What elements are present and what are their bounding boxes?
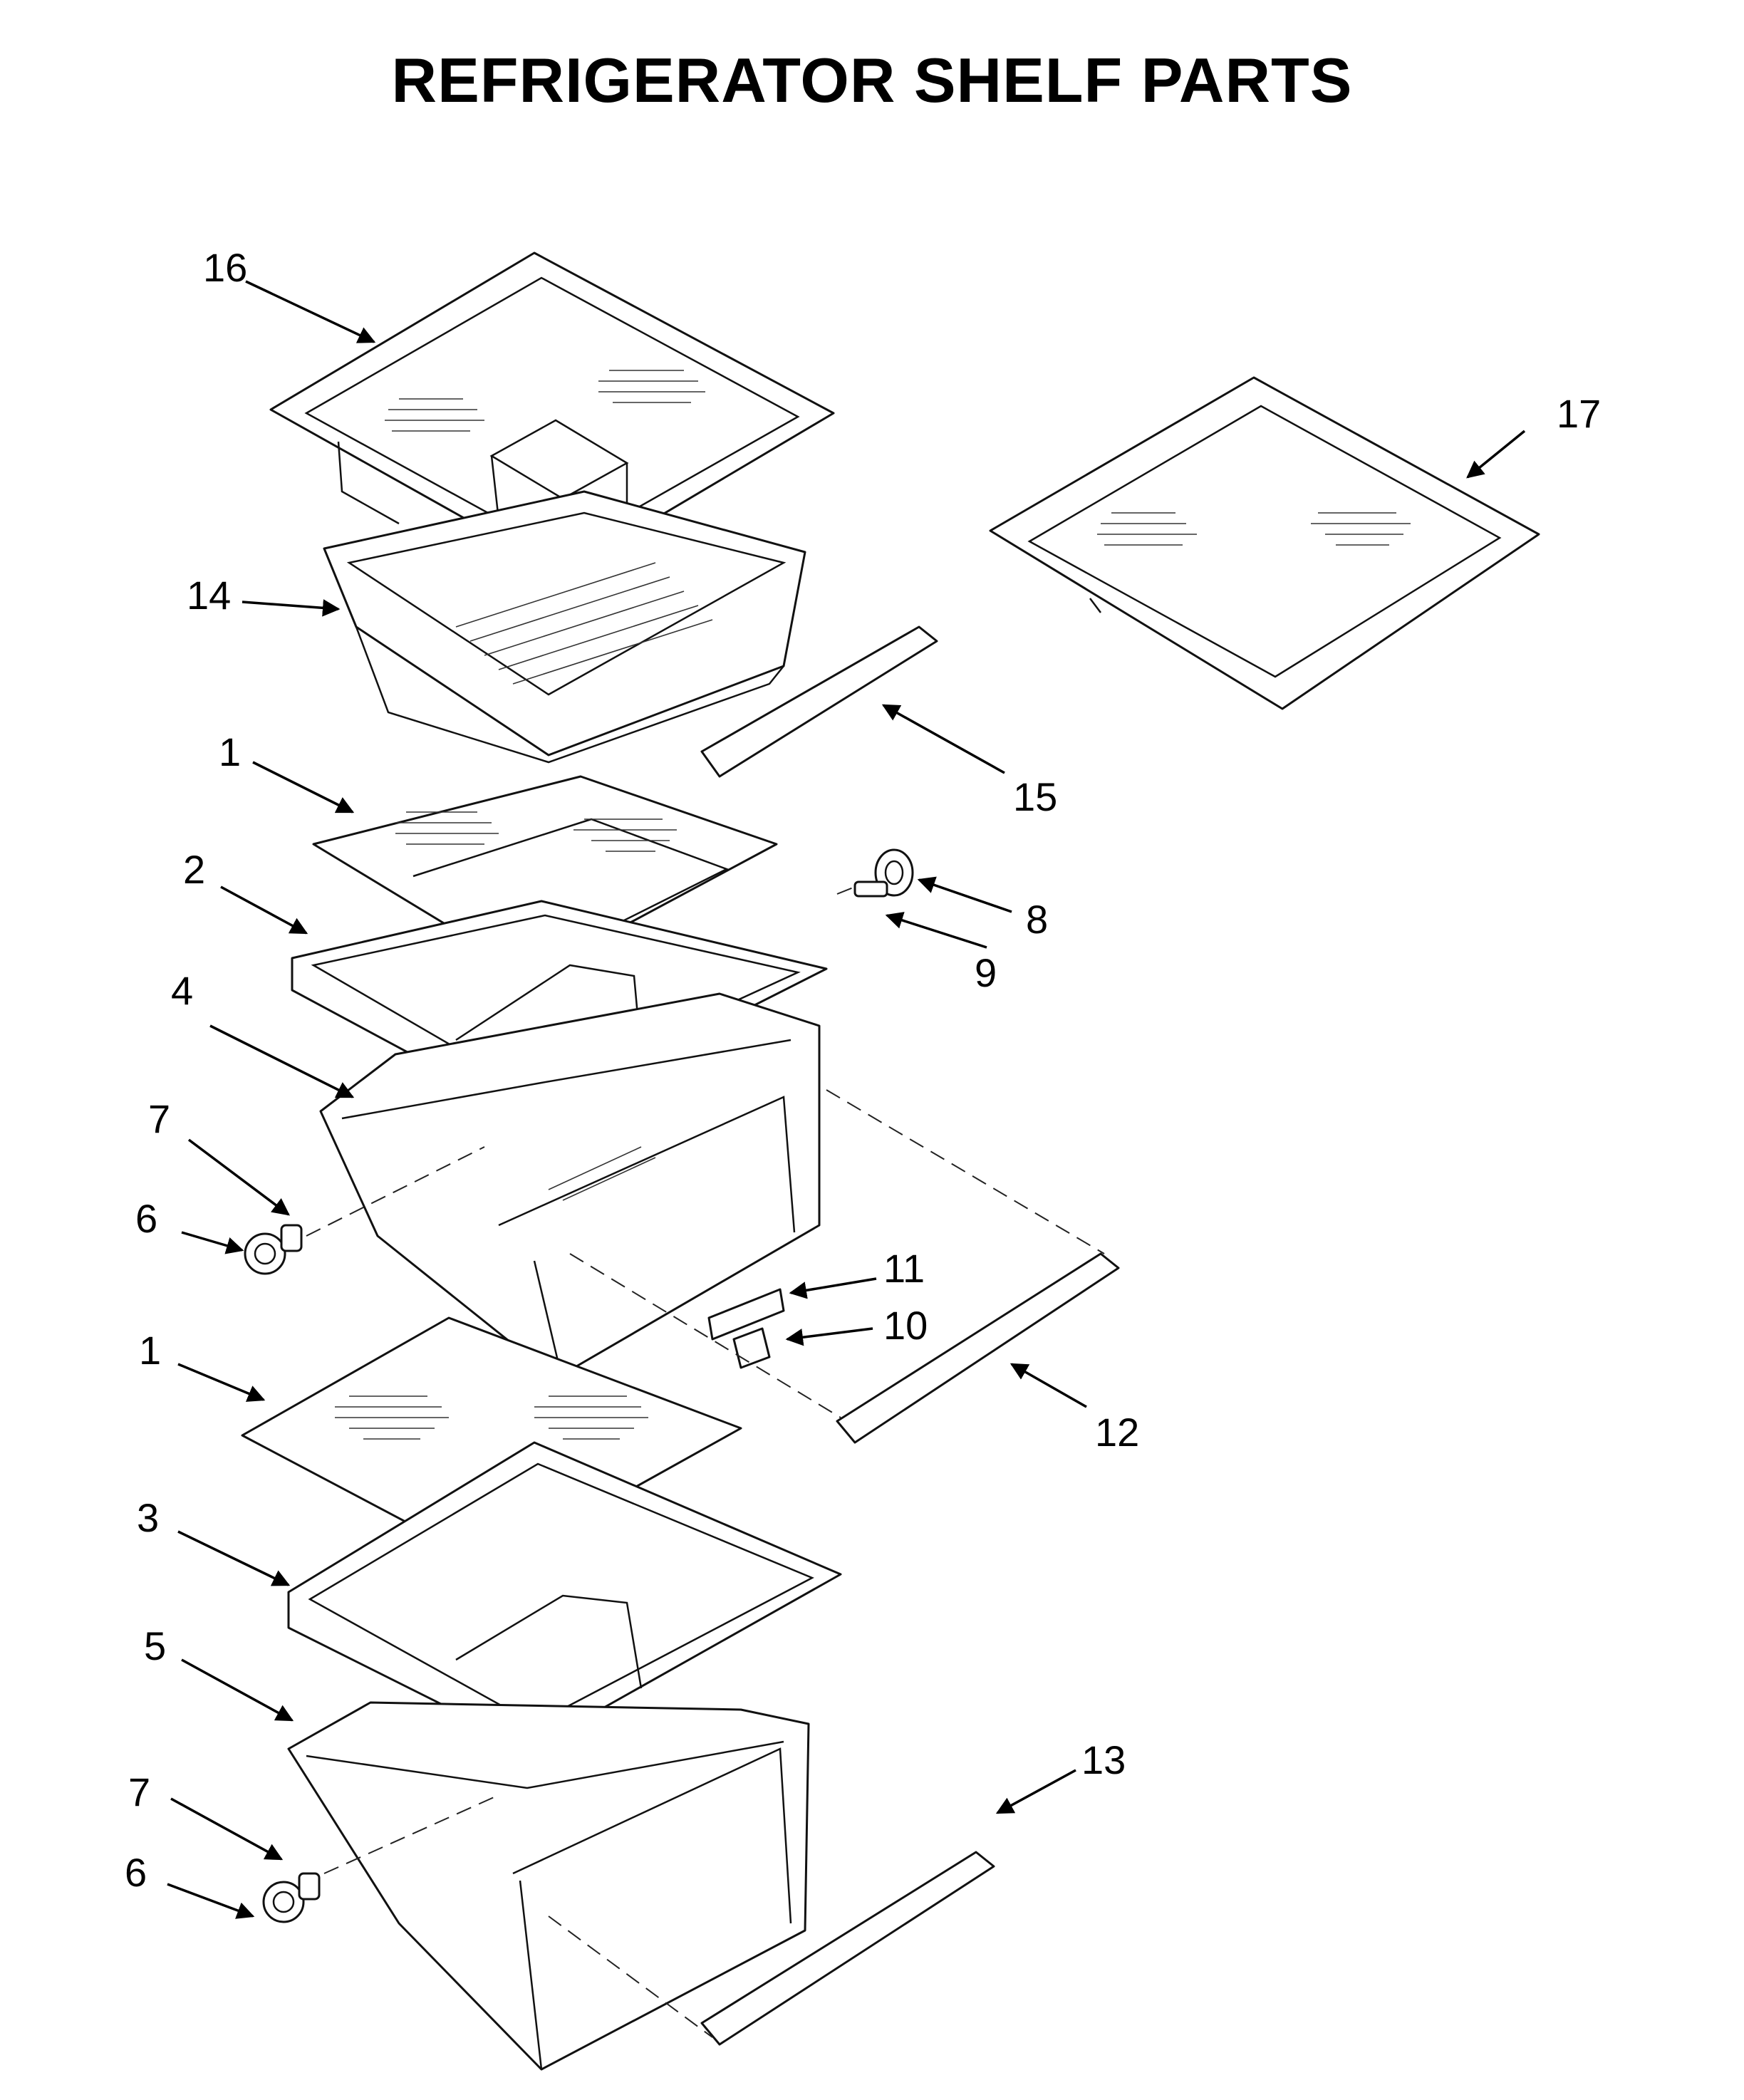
trim-15 bbox=[700, 625, 938, 778]
assembly-lines bbox=[306, 886, 1105, 2038]
shelf-17 bbox=[989, 376, 1540, 710]
callout-6-upper: 6 bbox=[135, 1196, 157, 1241]
trim-13 bbox=[700, 1851, 995, 2046]
callout-8: 8 bbox=[1026, 897, 1048, 942]
callout-9: 9 bbox=[975, 950, 997, 995]
crisper-drawer-upper-4 bbox=[319, 992, 821, 1383]
trim-12 bbox=[836, 1252, 1120, 1444]
diagram-title: REFRIGERATOR SHELF PARTS bbox=[391, 45, 1353, 115]
callout-1-upper: 1 bbox=[219, 729, 241, 774]
callout-16: 16 bbox=[203, 245, 247, 290]
callout-3: 3 bbox=[137, 1495, 159, 1540]
callout-13: 13 bbox=[1081, 1737, 1126, 1782]
callout-7-lower: 7 bbox=[128, 1769, 150, 1814]
cover-frame-3 bbox=[287, 1441, 842, 1750]
bracket-10-11 bbox=[707, 1288, 785, 1369]
callout-12: 12 bbox=[1095, 1410, 1139, 1455]
callout-14: 14 bbox=[187, 573, 231, 618]
callout-7-upper: 7 bbox=[148, 1096, 170, 1141]
callout-6-lower: 6 bbox=[125, 1850, 147, 1895]
roller-6-7-lower bbox=[262, 1872, 321, 1923]
wheel-axle-8-9 bbox=[853, 848, 914, 898]
roller-6-7-upper bbox=[244, 1224, 303, 1275]
callout-labels: 16 17 14 1 15 2 8 9 4 7 6 11 10 1 12 3 5… bbox=[125, 245, 1601, 1895]
callout-15: 15 bbox=[1013, 774, 1057, 819]
callout-10: 10 bbox=[883, 1303, 928, 1348]
upper-shelf-frame-16 bbox=[269, 251, 835, 575]
pan-14 bbox=[323, 490, 806, 764]
leader-arrows bbox=[167, 280, 1526, 1919]
callout-11: 11 bbox=[883, 1246, 925, 1291]
callout-5: 5 bbox=[144, 1623, 166, 1668]
callout-2: 2 bbox=[183, 847, 205, 892]
crisper-drawer-lower-5 bbox=[287, 1701, 810, 2071]
callout-17: 17 bbox=[1557, 391, 1601, 436]
callout-1-lower: 1 bbox=[139, 1328, 161, 1373]
callout-4: 4 bbox=[171, 968, 193, 1013]
